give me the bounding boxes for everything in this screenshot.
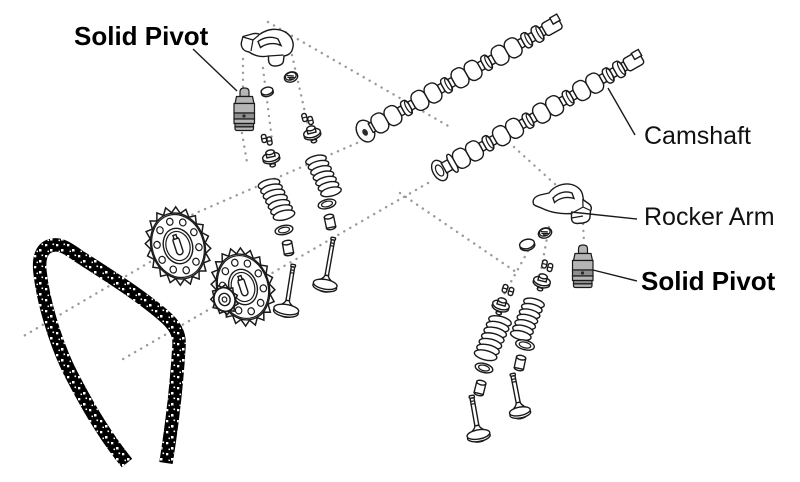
- valves-right: [466, 372, 532, 443]
- guide-dots: [20, 20, 586, 364]
- crank-sprocket-small: [209, 283, 239, 316]
- leader-solid-pivot-right: [592, 269, 638, 282]
- valve-hardware-right: [473, 227, 554, 397]
- label-solid-pivot-right: Solid Pivot: [641, 266, 776, 296]
- cam-sprocket-left: [144, 205, 212, 287]
- rocker-arm-left: [240, 28, 294, 67]
- label-solid-pivot-left: Solid Pivot: [74, 21, 209, 51]
- rocker-arm-right: [532, 183, 593, 225]
- leader-camshaft: [607, 87, 636, 136]
- camshaft-upper: [355, 13, 563, 143]
- leader-solid-pivot-left: [192, 48, 238, 92]
- leader-rocker-arm: [570, 211, 638, 220]
- solid-pivot-left: [233, 87, 256, 132]
- solid-pivot-right: [571, 244, 594, 289]
- timing-chain: [32, 238, 186, 468]
- valve-hardware-left: [257, 71, 342, 257]
- camshaft-lower: [430, 48, 645, 182]
- valves-left: [272, 236, 338, 319]
- label-camshaft: Camshaft: [644, 122, 751, 150]
- label-rocker-arm: Rocker Arm: [644, 203, 775, 231]
